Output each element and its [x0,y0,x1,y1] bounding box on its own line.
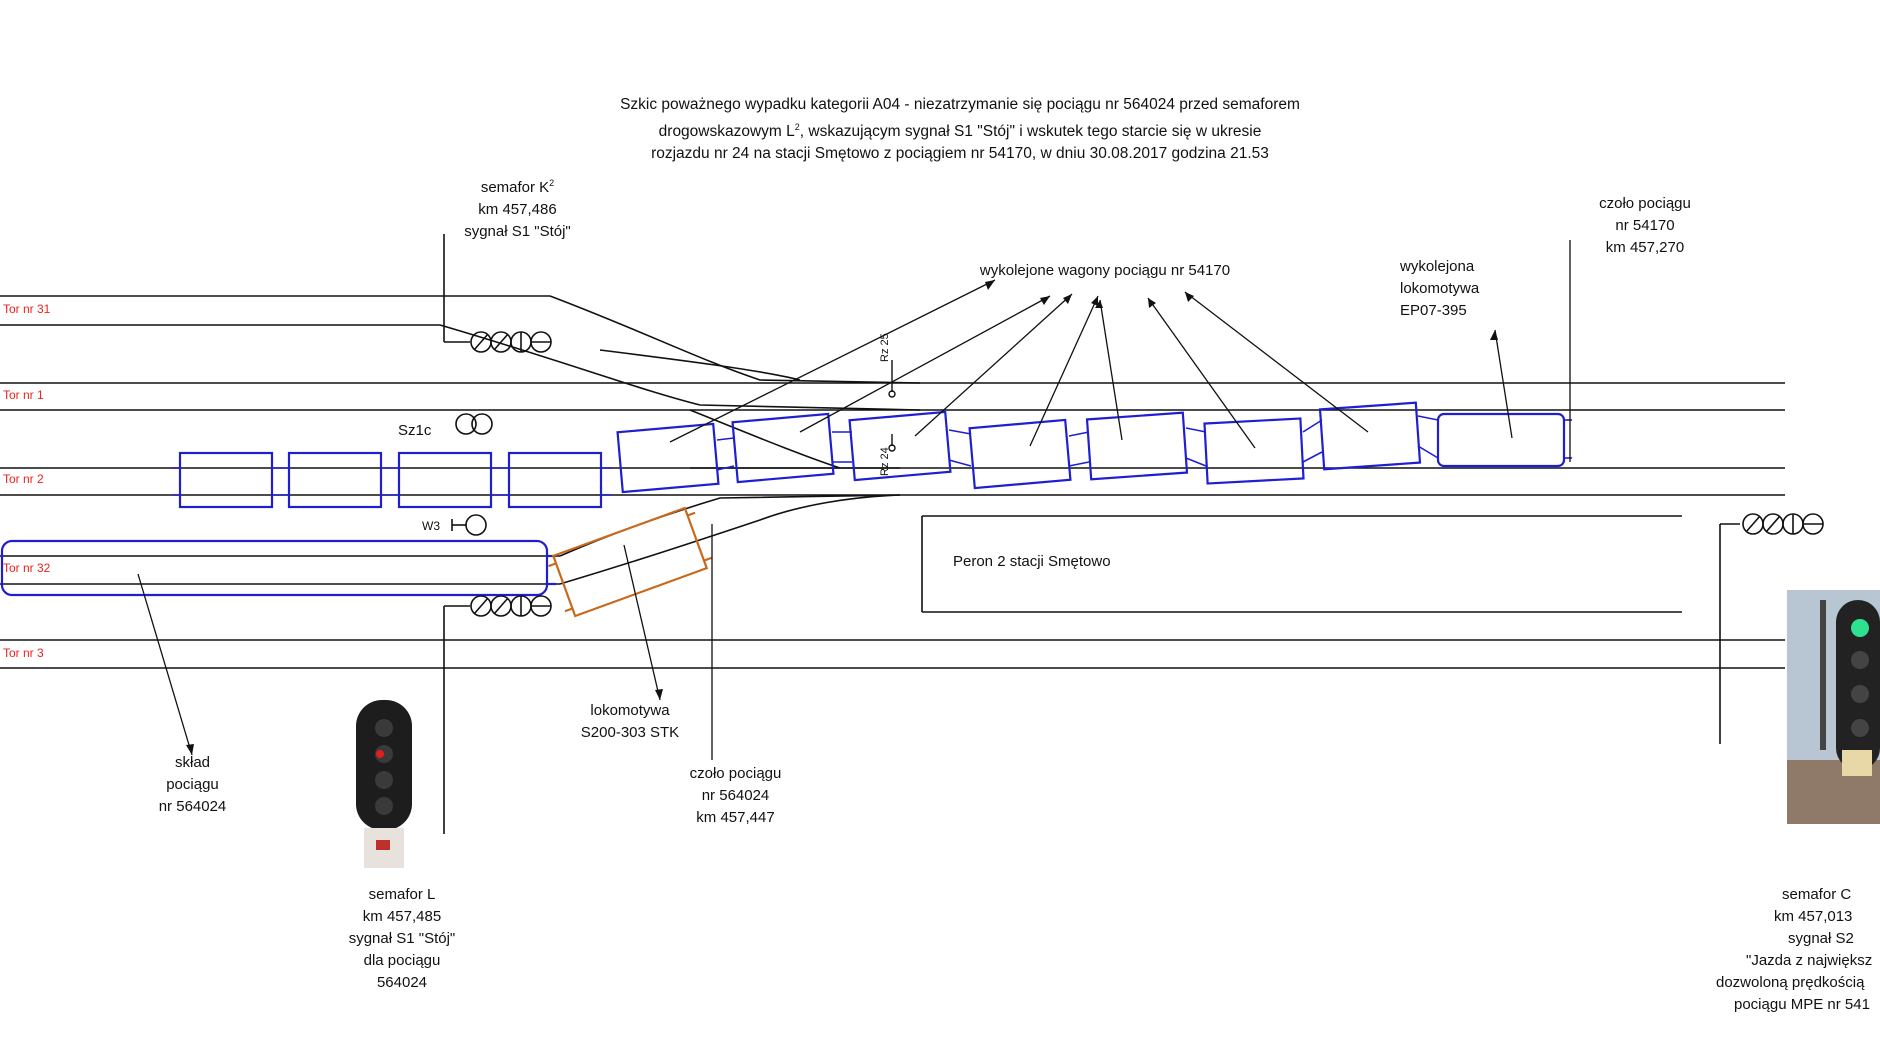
switch-31-curve-a [549,295,921,384]
switch-24-curve [689,409,841,469]
switch-32-curve-a [559,494,901,557]
rz24-label: Rz 24 [879,447,891,476]
pointer-wagon-2 [799,295,1051,433]
pointer-wagon-5 [1099,299,1123,441]
signal-c-symbol [1719,513,1824,744]
label-sklad-564024: skład pociągu nr 564024 [158,754,227,815]
w3-label: W3 [422,519,440,533]
sz1c-label: Sz1c [398,422,432,439]
label-czolo-54170: czoło pociągu nr 54170 km 457,270 [1599,195,1691,256]
signal-k2-symbol [443,234,552,353]
wagon-rear-3 [397,451,493,509]
derailed-wagon-6 [1203,417,1305,485]
signal-c-photo [1787,590,1880,824]
signal-l-photo [356,700,412,868]
track-label-2: Tor nr 2 [3,472,44,486]
train-564024-consist [0,539,556,597]
label-czolo-564024: czoło pociągu nr 564024 km 457,447 [689,765,782,826]
pointer-sklad [137,573,193,756]
pointer-lines [137,240,1571,760]
derailed-locomotive-ep07 [1436,412,1566,468]
derailed-wagon-5 [1085,411,1189,481]
pointer-wagon-3 [914,293,1073,437]
switch-31-curve-c [599,349,801,381]
pointer-wagon-1 [669,279,996,443]
sz1c-symbol [455,413,493,435]
wagon-rear-1 [178,451,274,509]
train-564024-body [0,539,549,597]
label-peron-2: Peron 2 stacji Smętowo [953,553,1111,570]
train-54170-rear-wagons [172,451,612,509]
switch-31-curve-b [439,324,921,411]
pointer-wykolejona-lok [1494,329,1513,439]
wagon-rear-4 [507,451,603,509]
wagon-couplers [716,415,1572,471]
label-wykolejona-lokomotywa: wykolejona lokomotywa EP07-395 [1400,258,1480,319]
signal-l-symbol [443,595,552,834]
signal-c-label: semafor C km 457,013 sygnał S2 "Jazda z … [1716,886,1873,1013]
diagram-title: Szkic poważnego wypadku kategorii A04 - … [480,94,1440,165]
train-54170-derailed-wagons [616,401,1566,494]
pointer-wagon-4 [1029,295,1099,447]
label-wykolejone-wagony: wykolejone wagony pociągu nr 54170 [979,262,1231,279]
title-line-2: drogowskazowym L2, wskazującym sygnał S1… [658,122,1262,141]
derailed-wagon-1 [616,422,720,494]
track-label-3: Tor nr 3 [3,646,44,660]
signal-l-label: semafor L km 457,485 sygnał S1 "Stój" dl… [348,886,456,991]
title-line-1: Szkic poważnego wypadku kategorii A04 - … [620,96,1300,113]
title-line-3: rozjazdu nr 24 na stacji Smętowo z pocią… [651,145,1269,163]
pointer-wagon-6 [1147,297,1256,449]
derailed-wagon-4 [968,418,1072,490]
derailed-wagon-7 [1318,401,1422,471]
label-lokomotywa-s200: lokomotywa S200-303 STK [580,702,680,741]
track-label-31: Tor nr 31 [3,302,51,316]
signal-k2-label: semafor K2 km 457,486 sygnał S1 "Stój" [464,178,571,240]
w3-symbol [451,514,487,536]
track-label-32: Tor nr 32 [3,561,51,575]
track-label-1: Tor nr 1 [3,388,44,402]
derailed-wagon-2 [731,412,835,484]
switch-32-curve-b [559,494,901,585]
wagon-rear-2 [287,451,383,509]
pointer-lok-s200 [623,544,661,701]
locomotive-s200 [548,506,712,618]
track-lines [0,295,1785,669]
pointer-wagon-7 [1184,291,1369,433]
pointer-arrowheads [186,280,1498,755]
rz25-label: Rz 25 [879,333,891,362]
derailed-wagon-3 [848,410,952,482]
rz-markers [888,360,896,452]
